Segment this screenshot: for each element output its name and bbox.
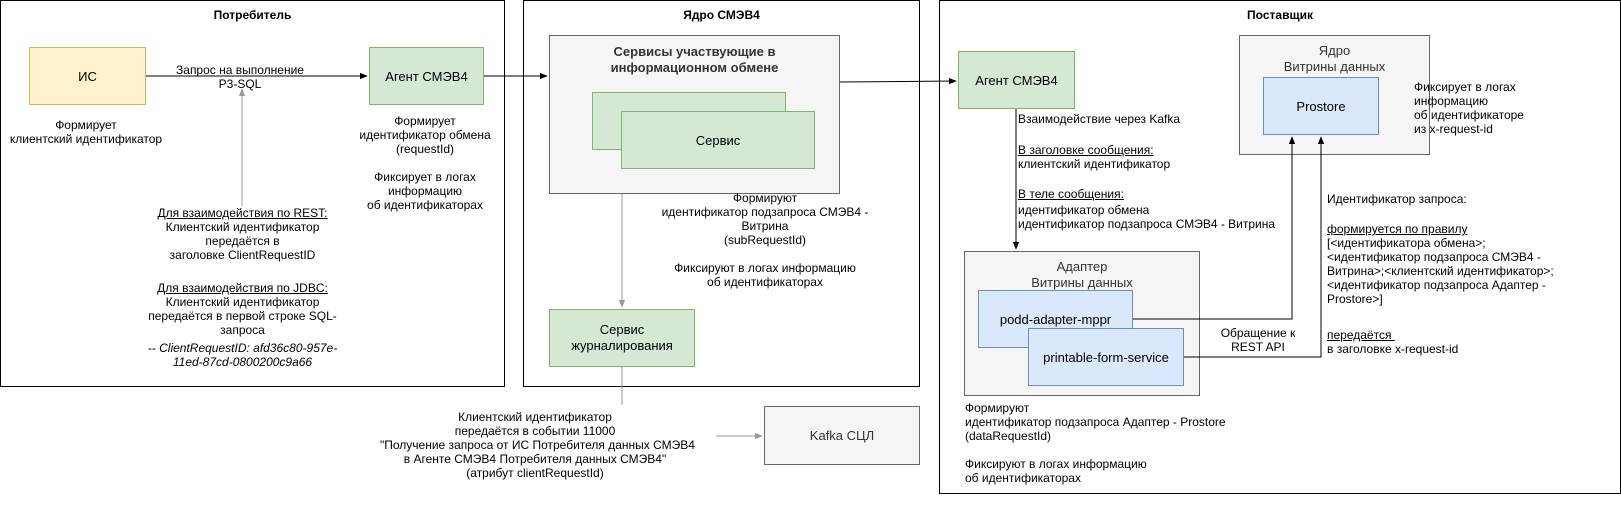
- core-title: Ядро СМЭВ4: [683, 8, 760, 22]
- is-box[interactable]: ИС: [29, 47, 146, 105]
- prostore-note: Фиксирует в логах информацию об идентифи…: [1414, 80, 1524, 136]
- journal-note: Клиентский идентификатор передаётся в со…: [380, 410, 695, 480]
- request-label: Запрос на выполнение Р3-SQL: [176, 63, 304, 91]
- provider-agent-box[interactable]: Агент СМЭВ4: [958, 51, 1075, 109]
- vitrina-core-title: Ядро Витрины данных: [1283, 43, 1386, 74]
- header-heading: В заголовке сообщения:: [1018, 143, 1154, 157]
- vitrina-core-group: Ядро Витрины данных: [1239, 35, 1430, 155]
- service-box[interactable]: Сервис: [621, 111, 815, 169]
- consumer-title: Потребитель: [213, 8, 292, 22]
- jdbc-example: -- ClientRequestID: afd36c80-957e- 11ed-…: [147, 341, 338, 369]
- kafka-box[interactable]: Kafka СЦЛ: [764, 406, 920, 465]
- printable-form-box[interactable]: printable-form-service: [1028, 328, 1184, 386]
- req-id-rule-heading: формируется по правилу: [1327, 222, 1468, 236]
- jdbc-text: Клиентский идентификатор передаётся в пе…: [148, 295, 337, 337]
- req-id-passed-heading: передаётся: [1327, 328, 1395, 342]
- rest-api-label: Обращение к REST API: [1220, 326, 1296, 354]
- req-id-passed-text: в заголовке x-request-id: [1327, 342, 1459, 356]
- rest-heading: Для взаимодействия по REST:: [157, 206, 328, 220]
- services-note: Формируют идентификатор подзапроса СМЭВ4…: [661, 191, 869, 289]
- kafka-intro: Взаимодействие через Kafka: [1018, 112, 1181, 126]
- body-heading: В теле сообщения:: [1018, 187, 1124, 201]
- req-id-rule: [<идентификатора обмена>; <идентификатор…: [1327, 236, 1554, 306]
- body-text: идентификатор обмена идентификатор подза…: [1018, 203, 1276, 231]
- prostore-box[interactable]: Prostore: [1263, 77, 1379, 135]
- is-note: Формирует клиентский идентификатор: [9, 118, 163, 146]
- consumer-agent-box[interactable]: Агент СМЭВ4: [369, 47, 484, 105]
- adapter-group-title: Адаптер Витрины данных: [1031, 259, 1133, 290]
- rest-text: Клиентский идентификатор передаётся в за…: [165, 220, 320, 262]
- consumer-agent-note: Формирует идентификатор обмена (requestI…: [359, 114, 491, 212]
- req-id-intro: Идентификатор запроса:: [1327, 192, 1467, 206]
- journal-box[interactable]: Сервис журналирования: [549, 309, 695, 367]
- header-text: клиентский идентификатор: [1018, 157, 1171, 171]
- provider-title: Поставщик: [1247, 8, 1313, 22]
- services-group-title: Сервисы участвующие в информационном обм…: [610, 44, 779, 75]
- adapter-note: Формируют идентификатор подзапроса Адапт…: [965, 401, 1226, 485]
- jdbc-heading: Для взаимодействия по JDBC:: [157, 281, 328, 295]
